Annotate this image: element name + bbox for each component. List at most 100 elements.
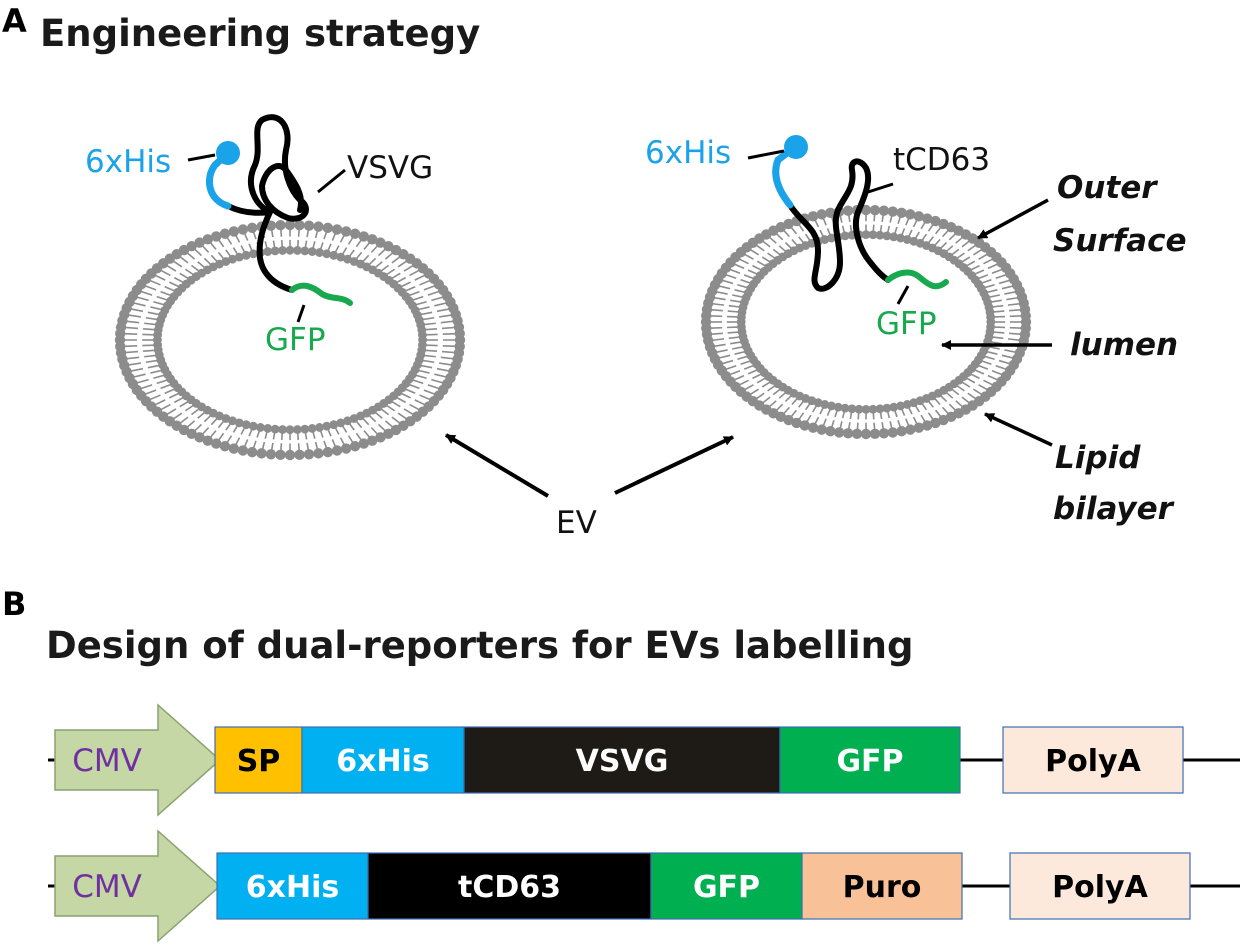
right-ev-outer-lipid-head — [842, 428, 854, 439]
left-ev-inner-lipid-head — [270, 246, 280, 256]
right-ev-outer-lipid-head — [930, 215, 941, 227]
left-ev-outer-lipid-head — [331, 445, 343, 456]
left-ev-inner-lipid-head — [278, 246, 287, 255]
right-ev-outer-lipid-head — [860, 204, 872, 216]
right-ev-inner-lipid-head — [840, 403, 850, 413]
right-gfp-tag — [885, 269, 949, 290]
left-gfp-leader — [296, 304, 306, 323]
right-ev-inner-lipid-head — [889, 232, 899, 242]
left-ev-outer-lipid-head — [284, 219, 296, 231]
left-ev-inner-lipid-head — [322, 421, 332, 431]
left-ev-outer-lipid-head — [237, 445, 249, 456]
panel-b-letter: B — [2, 585, 26, 623]
left-ev-inner-lipid-head — [270, 424, 280, 434]
right-ev-inner-lipid-head — [847, 404, 857, 414]
right-his-bead — [784, 135, 808, 159]
right-ev-bilayer-core — [718, 217, 1014, 427]
right-ev-outer-lipid-head — [791, 417, 802, 429]
right-ev-membrane — [700, 204, 1032, 440]
left-ev-inner-lipid-head — [293, 246, 302, 255]
left-ev-outer-lipid-head — [275, 219, 286, 231]
construct-2-polya-box — [1009, 852, 1191, 920]
construct-2-segment-label: tCD63 — [458, 870, 561, 905]
right-ev-outer-lipid-head — [825, 425, 836, 437]
left-gfp-tag — [289, 282, 353, 306]
left-gfp-label: GFP — [265, 322, 326, 358]
left-ev-inner-lipid-head — [315, 423, 324, 432]
construct-1-segment-gfp — [779, 726, 961, 794]
left-ev-outer-lipid-head — [322, 446, 334, 458]
construct-1-cmv-arrow — [54, 703, 222, 817]
right-ev-outer-lipid-head — [816, 424, 827, 435]
right-ev-outer-lipid-head — [938, 414, 949, 426]
left-ev-outer-lipid-head — [358, 438, 369, 449]
left-ev-inner-lipid-head — [315, 248, 324, 257]
lumen-label: lumen — [1070, 327, 1178, 363]
right-ev-outer-lipid-head — [842, 205, 854, 216]
left-ev-inner-lipid-head — [241, 250, 251, 260]
left-ev-outer-lipid-head — [454, 328, 465, 339]
left-ev-inner-lipid-head — [228, 254, 237, 264]
left-ev-outer-lipid-head — [219, 228, 231, 239]
left-ev-outer-lipid-head — [186, 241, 197, 252]
left-ev-outer-lipid-head — [237, 224, 249, 235]
outer-surface-label-line2: Surface — [1053, 223, 1187, 259]
construct-1-polya-box — [1002, 726, 1184, 794]
right-ev-inner-lipid-head — [882, 403, 892, 413]
left-ev-inner-lipid-head — [221, 257, 231, 266]
left-ev-inner-lipid-head — [285, 245, 295, 255]
lipid-bilayer-label-line1: Lipid — [1055, 440, 1141, 476]
construct-1-segment-label: SP — [237, 744, 281, 779]
ev-arrow-right — [614, 435, 734, 495]
right-ev-outer-lipid-head — [1020, 310, 1031, 321]
lipid-bilayer-arrow — [984, 412, 1053, 447]
construct-2-segment-6xhis — [216, 852, 369, 920]
left-ev-outer-lipid-head — [367, 435, 378, 446]
construct-2-segment-gfp — [650, 852, 803, 920]
right-ev-inner-lipid-head — [882, 231, 892, 241]
right-ev-outer-lipid-head — [878, 428, 890, 439]
left-ev-outer-lipid-head — [256, 448, 267, 459]
left-ev-inner-lipid-head — [263, 424, 273, 433]
right-ev-inner-lipid-head — [896, 233, 905, 243]
left-ev-outer-lipid-head — [194, 237, 205, 248]
right-ev-inner-lipid-head — [868, 404, 878, 414]
left-ev-inner-lipid-head — [293, 425, 302, 434]
left-ev-outer-lipid-head — [228, 226, 240, 237]
right-ev-outer-lipid-head — [816, 209, 827, 220]
left-ev-inner-lipid-head — [248, 249, 258, 259]
left-ev-inner-lipid-head — [336, 418, 346, 428]
construct-1-segment-6xhis — [301, 726, 465, 794]
left-his-tag — [205, 149, 232, 210]
right-ev-outer-lipid-head — [825, 207, 836, 219]
right-ev-outer-lipid-head — [799, 420, 810, 431]
left-ev-outer-lipid-head — [246, 222, 258, 234]
right-gfp-leader — [896, 285, 910, 305]
left-ev-inner-lipid-head — [241, 420, 251, 430]
construct-2-segment-puro — [801, 852, 963, 920]
left-ev-outer-lipid-head — [367, 234, 378, 245]
right-ev-outer-lipid-head — [851, 428, 863, 440]
left-ev-outer-lipid-head — [202, 435, 213, 446]
left-ev-outer-lipid-head — [211, 438, 222, 449]
right-ev-inner-lipid-head — [827, 233, 836, 243]
right-tcd63-protein — [787, 158, 891, 292]
right-ev-inner-lipid-head — [820, 235, 830, 244]
right-ev-inner-lipid-head — [875, 230, 885, 240]
left-ev-inner-lipid-head — [307, 424, 317, 433]
left-ev-outer-lipid-head — [303, 449, 315, 460]
left-ev-inner-lipid-head — [300, 424, 310, 434]
left-ev-inner-lipid-head — [285, 425, 295, 435]
construct-2-segment-label: GFP — [693, 870, 760, 905]
left-ev-outer-lipid-head — [246, 446, 258, 458]
right-ev-outer-lipid-head — [896, 425, 907, 437]
right-ev-inner-lipid-head — [827, 401, 836, 411]
left-ev-outer-lipid-head — [340, 226, 352, 237]
construct-1-cmv-label: CMV — [72, 743, 142, 779]
left-ev-outer-lipid-head — [349, 441, 361, 452]
left-ev-inner-lipid-head — [322, 249, 332, 259]
right-ev-inner-lipid-head — [854, 404, 864, 414]
